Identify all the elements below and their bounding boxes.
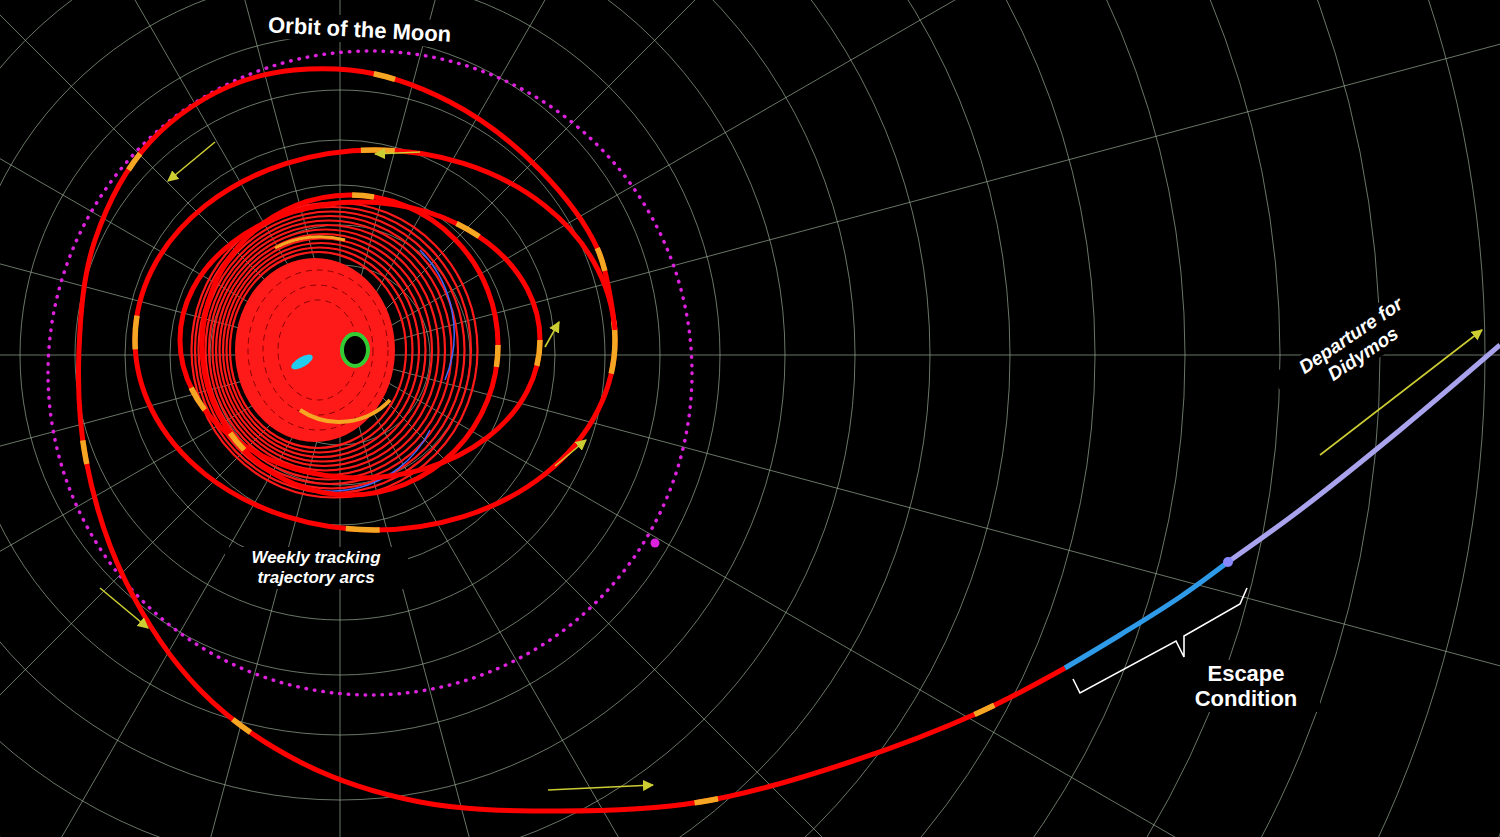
grid-ray (340, 355, 1500, 837)
grid-ray (340, 355, 1500, 837)
earth-marker (342, 334, 368, 366)
escape-spiral (78, 69, 1065, 811)
grid-ray (340, 0, 1500, 355)
orbit-loop (192, 203, 478, 498)
grid-circle (0, 0, 855, 837)
blue-arc (420, 250, 454, 380)
direction-arrow (375, 152, 420, 154)
grid-ray (340, 0, 1500, 355)
tracking-arc (78, 69, 1065, 811)
escape-arc (1065, 562, 1228, 668)
orbit-loop (223, 243, 419, 457)
note-label: Weekly tracking trajectory arcs (225, 547, 408, 588)
grid-circle (0, 0, 720, 735)
orbit-loop (220, 239, 426, 462)
grid-ray (340, 0, 832, 355)
direction-arrows (100, 142, 1482, 790)
direction-arrow (545, 322, 559, 347)
start-marker (289, 352, 315, 373)
direction-arrow (100, 588, 148, 628)
grid-circle (0, 0, 1010, 837)
grid-ray (340, 0, 1290, 355)
tracking-arc (180, 202, 540, 478)
orbit-loop (209, 225, 445, 475)
orbit-loop (230, 252, 406, 448)
orbit-texture (248, 270, 388, 430)
grid-circle (0, 0, 1380, 837)
tracking-arc (202, 195, 498, 495)
orbit-loop (206, 221, 452, 480)
direction-arrow (548, 785, 653, 790)
direction-arrow (168, 142, 215, 181)
grid-ray (340, 0, 1500, 355)
orbit-loops (135, 150, 615, 530)
escape-label: Escape Condition (1172, 660, 1320, 713)
orbit-label: Orbit of the Moon (264, 11, 456, 48)
grid-circle (0, 0, 1095, 837)
orbit-texture (263, 285, 373, 415)
orbit-loop (213, 230, 439, 471)
dense-orbit-fill (235, 258, 395, 442)
departure-label: Departure for Didymos (1270, 276, 1443, 413)
grid-circle (0, 0, 785, 800)
inner-orbits (192, 203, 478, 498)
grid-circle (0, 0, 930, 837)
grid-circle (0, 0, 1280, 837)
departure-arc (1228, 345, 1500, 562)
moon-marker (651, 539, 660, 548)
tracking-arc (300, 400, 390, 422)
direction-arrow (555, 440, 586, 466)
grid-ray (340, 355, 1290, 837)
grid-ray (340, 355, 1500, 837)
escape-point (1223, 557, 1233, 567)
grid-circle (0, 0, 1185, 837)
tracking-arc (135, 150, 615, 530)
orbit-loop (135, 150, 615, 530)
orbit-loop (227, 248, 413, 453)
orbit-loop (216, 234, 432, 466)
tracking-arc (275, 237, 345, 248)
